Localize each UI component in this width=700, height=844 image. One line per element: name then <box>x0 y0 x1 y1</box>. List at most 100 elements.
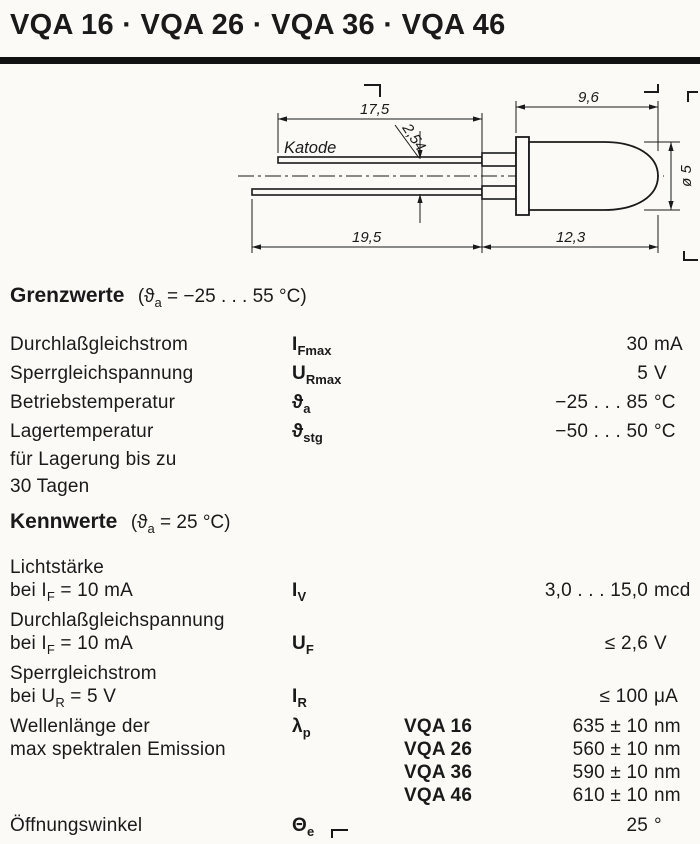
spec-label: Sperrgleichstrom <box>10 662 157 684</box>
grenzwerte-heading: Grenzwerte <box>10 284 125 307</box>
grenzwerte-condition: (ϑa = −25 . . . 55 °C) <box>137 286 307 310</box>
anode-pin <box>481 185 517 200</box>
dimension-lines <box>251 101 680 253</box>
spec-unit: nm <box>654 715 681 737</box>
spec-row-betriebstemperatur: Betriebstemperatur ϑa −25 . . . 85 °C <box>10 388 692 417</box>
spec-row-lagertemperatur-cont2: 30 Tagen <box>10 473 692 500</box>
spec-value: 610 ± 10 <box>572 784 648 806</box>
spec-label: Öffnungswinkel <box>10 814 143 836</box>
spec-label: Betriebstemperatur <box>10 391 176 413</box>
spec-unit: nm <box>654 784 681 806</box>
crop-mark <box>687 91 698 102</box>
spec-line: Durchlaßgleichspannung <box>10 609 692 632</box>
spec-symbol: λp <box>292 715 311 740</box>
spec-label-continuation: für Lagerung bis zu <box>10 448 177 470</box>
spec-row-durchlassgleichstrom: Durchlaßgleichstrom IFmax 30 mA <box>10 330 692 359</box>
spec-line: Sperrgleichstrom <box>10 662 692 685</box>
spec-row-sperrgleichspannung: Sperrgleichspannung URmax 5 V <box>10 359 692 388</box>
variant-name: VQA 26 <box>404 738 473 760</box>
spec-condition: bei IF = 10 mA <box>10 632 134 657</box>
spec-line: Öffnungswinkel Θe 25 ° <box>10 814 692 839</box>
spec-label-continuation: 30 Tagen <box>10 475 90 497</box>
spec-symbol: IR <box>292 685 307 710</box>
spec-row-lagertemperatur-cont: für Lagerung bis zu <box>10 446 692 473</box>
led-drawing-svg: Katode 17,5 9,6 2,54 ø 5 19,5 12,3 <box>238 84 698 261</box>
spec-value: 3,0 . . . 15,0 <box>544 579 648 601</box>
spec-group-oeffnungswinkel: Öffnungswinkel Θe 25 ° <box>10 814 692 839</box>
spec-line: Lichtstärke <box>10 556 692 579</box>
spec-value: ≤ 2,6 <box>604 632 648 654</box>
spec-unit: nm <box>654 738 681 760</box>
spec-unit: °C <box>654 391 676 413</box>
spec-line: VQA 36 590 ± 10 nm <box>10 761 692 784</box>
dim-19-5-text: 19,5 <box>352 229 382 246</box>
kennwerte-heading-row: Kennwerte (ϑa = 25 °C) <box>10 510 692 536</box>
spec-value: 5 <box>637 362 648 384</box>
spec-unit: °C <box>654 420 676 442</box>
spec-symbol: IFmax <box>292 333 332 358</box>
spec-line: bei IF = 10 mA UF ≤ 2,6 V <box>10 632 692 657</box>
variant-name: VQA 46 <box>404 784 473 806</box>
anode-lead <box>251 188 483 196</box>
spec-condition: bei IF = 10 mA <box>10 579 134 604</box>
spec-line: Wellenlänge der λp VQA 16 635 ± 10 nm <box>10 715 692 740</box>
spec-label: Sperrgleichspannung <box>10 362 194 384</box>
spec-label: Wellenlänge der <box>10 715 150 737</box>
title-rule <box>0 57 700 64</box>
kennwerte-heading: Kennwerte <box>10 510 118 533</box>
spec-row-lagertemperatur: Lagertemperatur ϑstg −50 . . . 50 °C <box>10 417 692 446</box>
spec-symbol: IV <box>292 579 307 604</box>
spec-symbol: URmax <box>292 362 342 387</box>
crop-mark <box>683 251 698 261</box>
katode-pin <box>481 152 517 167</box>
kennwerte-condition: (ϑa = 25 °C) <box>130 512 231 536</box>
spec-unit: mcd <box>654 579 691 601</box>
crop-marks <box>364 84 698 261</box>
spec-unit: V <box>654 632 667 654</box>
spec-value: 635 ± 10 <box>572 715 648 737</box>
variant-name: VQA 36 <box>404 761 473 783</box>
spec-label: Durchlaßgleichstrom <box>10 333 189 355</box>
spec-unit: mA <box>654 333 683 355</box>
crop-mark <box>644 84 659 93</box>
spec-value: ≤ 100 <box>599 685 648 707</box>
section-grenzwerte: Grenzwerte (ϑa = −25 . . . 55 °C) Durchl… <box>10 284 692 500</box>
spec-group-sperrgleichstrom: Sperrgleichstrom bei UR = 5 V IR ≤ 100 μ… <box>10 662 692 710</box>
spec-group-lichtstaerke: Lichtstärke bei IF = 10 mA IV 3,0 . . . … <box>10 556 692 604</box>
spec-line: bei UR = 5 V IR ≤ 100 μA <box>10 685 692 710</box>
page-title: VQA 16 · VQA 26 · VQA 36 · VQA 46 <box>10 9 506 41</box>
led-flange <box>515 136 530 216</box>
spec-label: Lagertemperatur <box>10 420 154 442</box>
spec-line: bei IF = 10 mA IV 3,0 . . . 15,0 mcd <box>10 579 692 604</box>
crop-mark <box>331 829 348 838</box>
dim-9-6-text: 9,6 <box>578 89 600 106</box>
spec-line: VQA 46 610 ± 10 nm <box>10 784 692 807</box>
spec-label: max spektralen Emission <box>10 738 226 760</box>
spec-value: 25 <box>626 814 648 836</box>
spec-unit: nm <box>654 761 681 783</box>
spec-value: 560 ± 10 <box>572 738 648 760</box>
spec-group-durchlassgleichspannung: Durchlaßgleichspannung bei IF = 10 mA UF… <box>10 609 692 657</box>
spec-unit: ° <box>654 814 662 836</box>
spec-value: −50 . . . 50 <box>555 420 648 442</box>
led-outline <box>238 136 664 216</box>
katode-lead <box>277 156 483 164</box>
spec-group-wellenlaenge: Wellenlänge der λp VQA 16 635 ± 10 nm ma… <box>10 715 692 807</box>
led-technical-drawing: Katode 17,5 9,6 2,54 ø 5 19,5 12,3 <box>0 83 700 273</box>
katode-label: Katode <box>284 139 336 157</box>
spec-symbol: ϑa <box>292 391 311 416</box>
section-kennwerte: Kennwerte (ϑa = 25 °C) Lichtstärke bei I… <box>10 510 692 844</box>
dim-2-54-text: 2,54 <box>398 120 429 155</box>
spec-value: 590 ± 10 <box>572 761 648 783</box>
dim-12-3-text: 12,3 <box>556 229 586 246</box>
spec-line: max spektralen Emission VQA 26 560 ± 10 … <box>10 738 692 761</box>
variant-name: VQA 16 <box>404 715 473 737</box>
crop-mark <box>364 84 381 97</box>
spec-symbol: Θe <box>292 814 315 839</box>
spec-symbol: UF <box>292 632 314 657</box>
spec-label: Durchlaßgleichspannung <box>10 609 225 631</box>
spec-unit: V <box>654 362 667 384</box>
grenzwerte-heading-row: Grenzwerte (ϑa = −25 . . . 55 °C) <box>10 284 692 310</box>
dim-diameter-text: ø 5 <box>678 165 695 187</box>
